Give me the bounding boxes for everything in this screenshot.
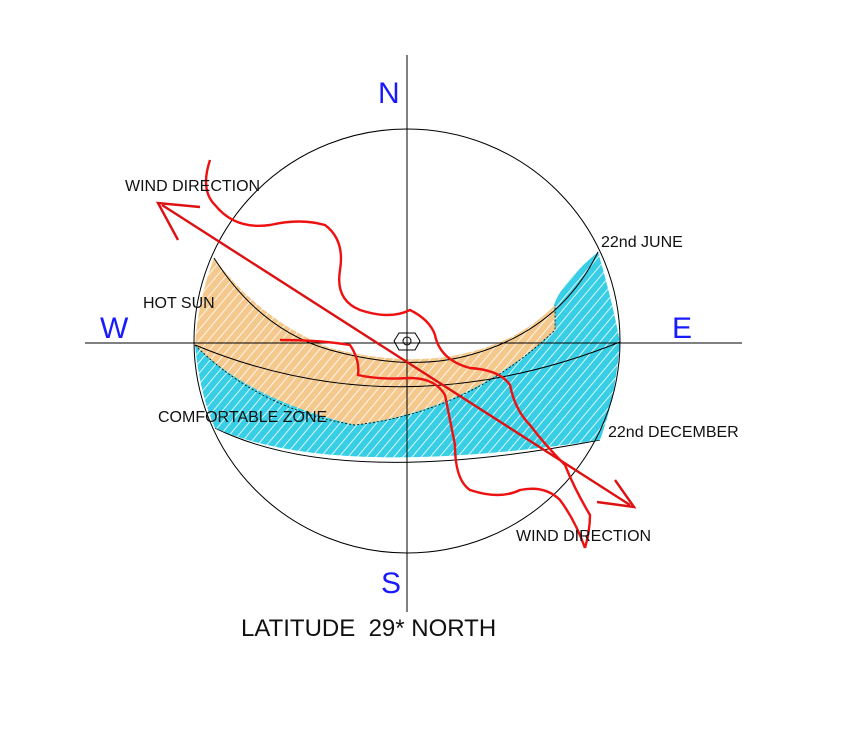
east-label: E [672,312,692,345]
december-arc [214,427,601,463]
june-label: 22nd JUNE [601,234,683,251]
wind-direction-label-top: WIND DIRECTION [125,178,260,195]
december-label: 22nd DECEMBER [608,424,739,441]
wind-arrowhead-se [596,479,637,509]
wind-flow-path [204,159,592,549]
south-label: S [381,567,401,600]
wind-flow-path-lower [279,338,587,549]
wind-arrowhead-nw [155,201,201,241]
center-point [402,336,412,346]
building-marker [393,332,421,351]
west-label: W [100,312,129,345]
diagram-title: LATITUDE 29* NORTH [241,615,496,642]
comfortable-zone-right [555,252,620,345]
comfortable-zone-label: COMFORTABLE ZONE [158,409,327,426]
hot-sun-zone-boundary [194,305,556,426]
june-arc [213,251,599,363]
equinox-line [194,341,621,388]
hot-sun-label: HOT SUN [143,295,215,312]
north-label: N [378,77,400,110]
wind-direction-label-bottom: WIND DIRECTION [516,528,651,545]
wind-arrow-shaft [161,203,631,507]
